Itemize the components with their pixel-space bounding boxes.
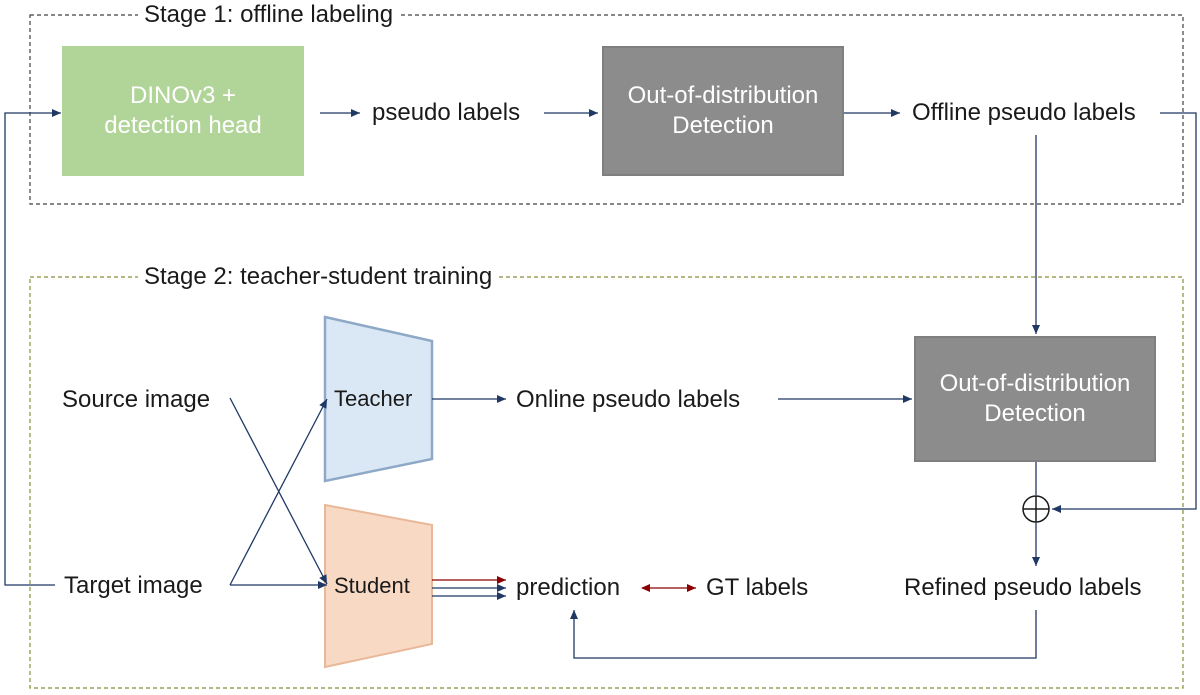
dino-detector-label-line1: DINOv3 + [130, 81, 236, 111]
gt-labels-text: GT labels [706, 574, 808, 602]
arrow-target-to-dino [5, 113, 61, 585]
target-image-text: Target image [64, 572, 203, 600]
dino-detector-box: DINOv3 + detection head [62, 46, 304, 176]
ood-detection-box-stage1: Out-of-distribution Detection [602, 46, 844, 176]
teacher-label: Teacher [334, 386, 412, 412]
ood1-label-line1: Out-of-distribution [628, 81, 819, 111]
online-pseudo-labels-text: Online pseudo labels [516, 386, 740, 414]
ood2-label-line2: Detection [984, 399, 1085, 429]
stage1-title: Stage 1: offline labeling [138, 1, 399, 29]
pseudo-labels-text: pseudo labels [372, 99, 520, 127]
source-image-text: Source image [62, 386, 210, 414]
ood-detection-box-stage2: Out-of-distribution Detection [914, 336, 1156, 462]
student-label: Student [334, 573, 410, 599]
ood1-label-line2: Detection [672, 111, 773, 141]
refined-pseudo-labels-text: Refined pseudo labels [904, 574, 1142, 602]
offline-pseudo-labels-text: Offline pseudo labels [912, 99, 1136, 127]
dino-detector-label-line2: detection head [104, 111, 261, 141]
prediction-text: prediction [516, 574, 620, 602]
ood2-label-line1: Out-of-distribution [940, 369, 1131, 399]
stage2-title: Stage 2: teacher-student training [138, 263, 498, 291]
arrow-refined-to-prediction [574, 610, 1036, 658]
